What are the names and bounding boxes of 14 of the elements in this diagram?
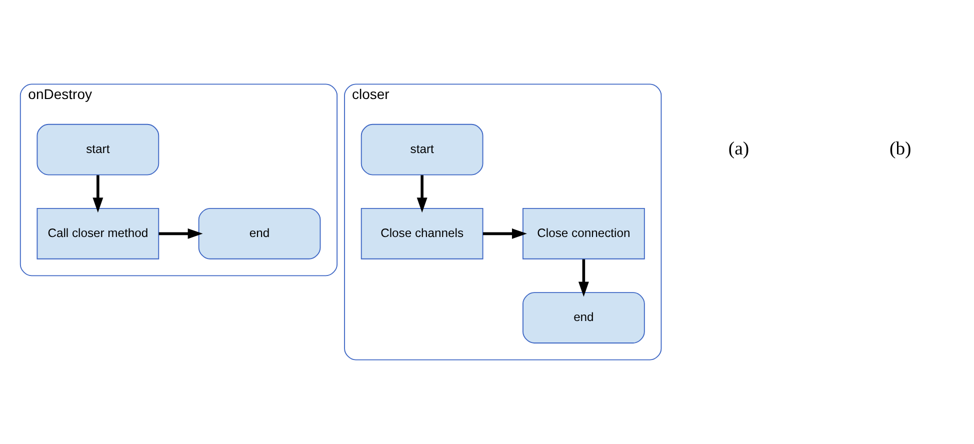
label: (a) (728, 138, 750, 160)
arrow (416, 175, 428, 213)
node-box: Close channels (360, 208, 484, 260)
node-box: Call closer method (36, 208, 160, 260)
node-box: Close connection (522, 208, 645, 260)
node-box: end (198, 208, 321, 260)
arrow (158, 228, 203, 239)
node-box: start (360, 124, 484, 176)
arrow (483, 228, 527, 239)
label: (b) (889, 138, 912, 160)
arrow (92, 175, 104, 213)
arrow (578, 259, 589, 297)
node-box: start (36, 124, 160, 176)
node-box: end (522, 292, 645, 344)
